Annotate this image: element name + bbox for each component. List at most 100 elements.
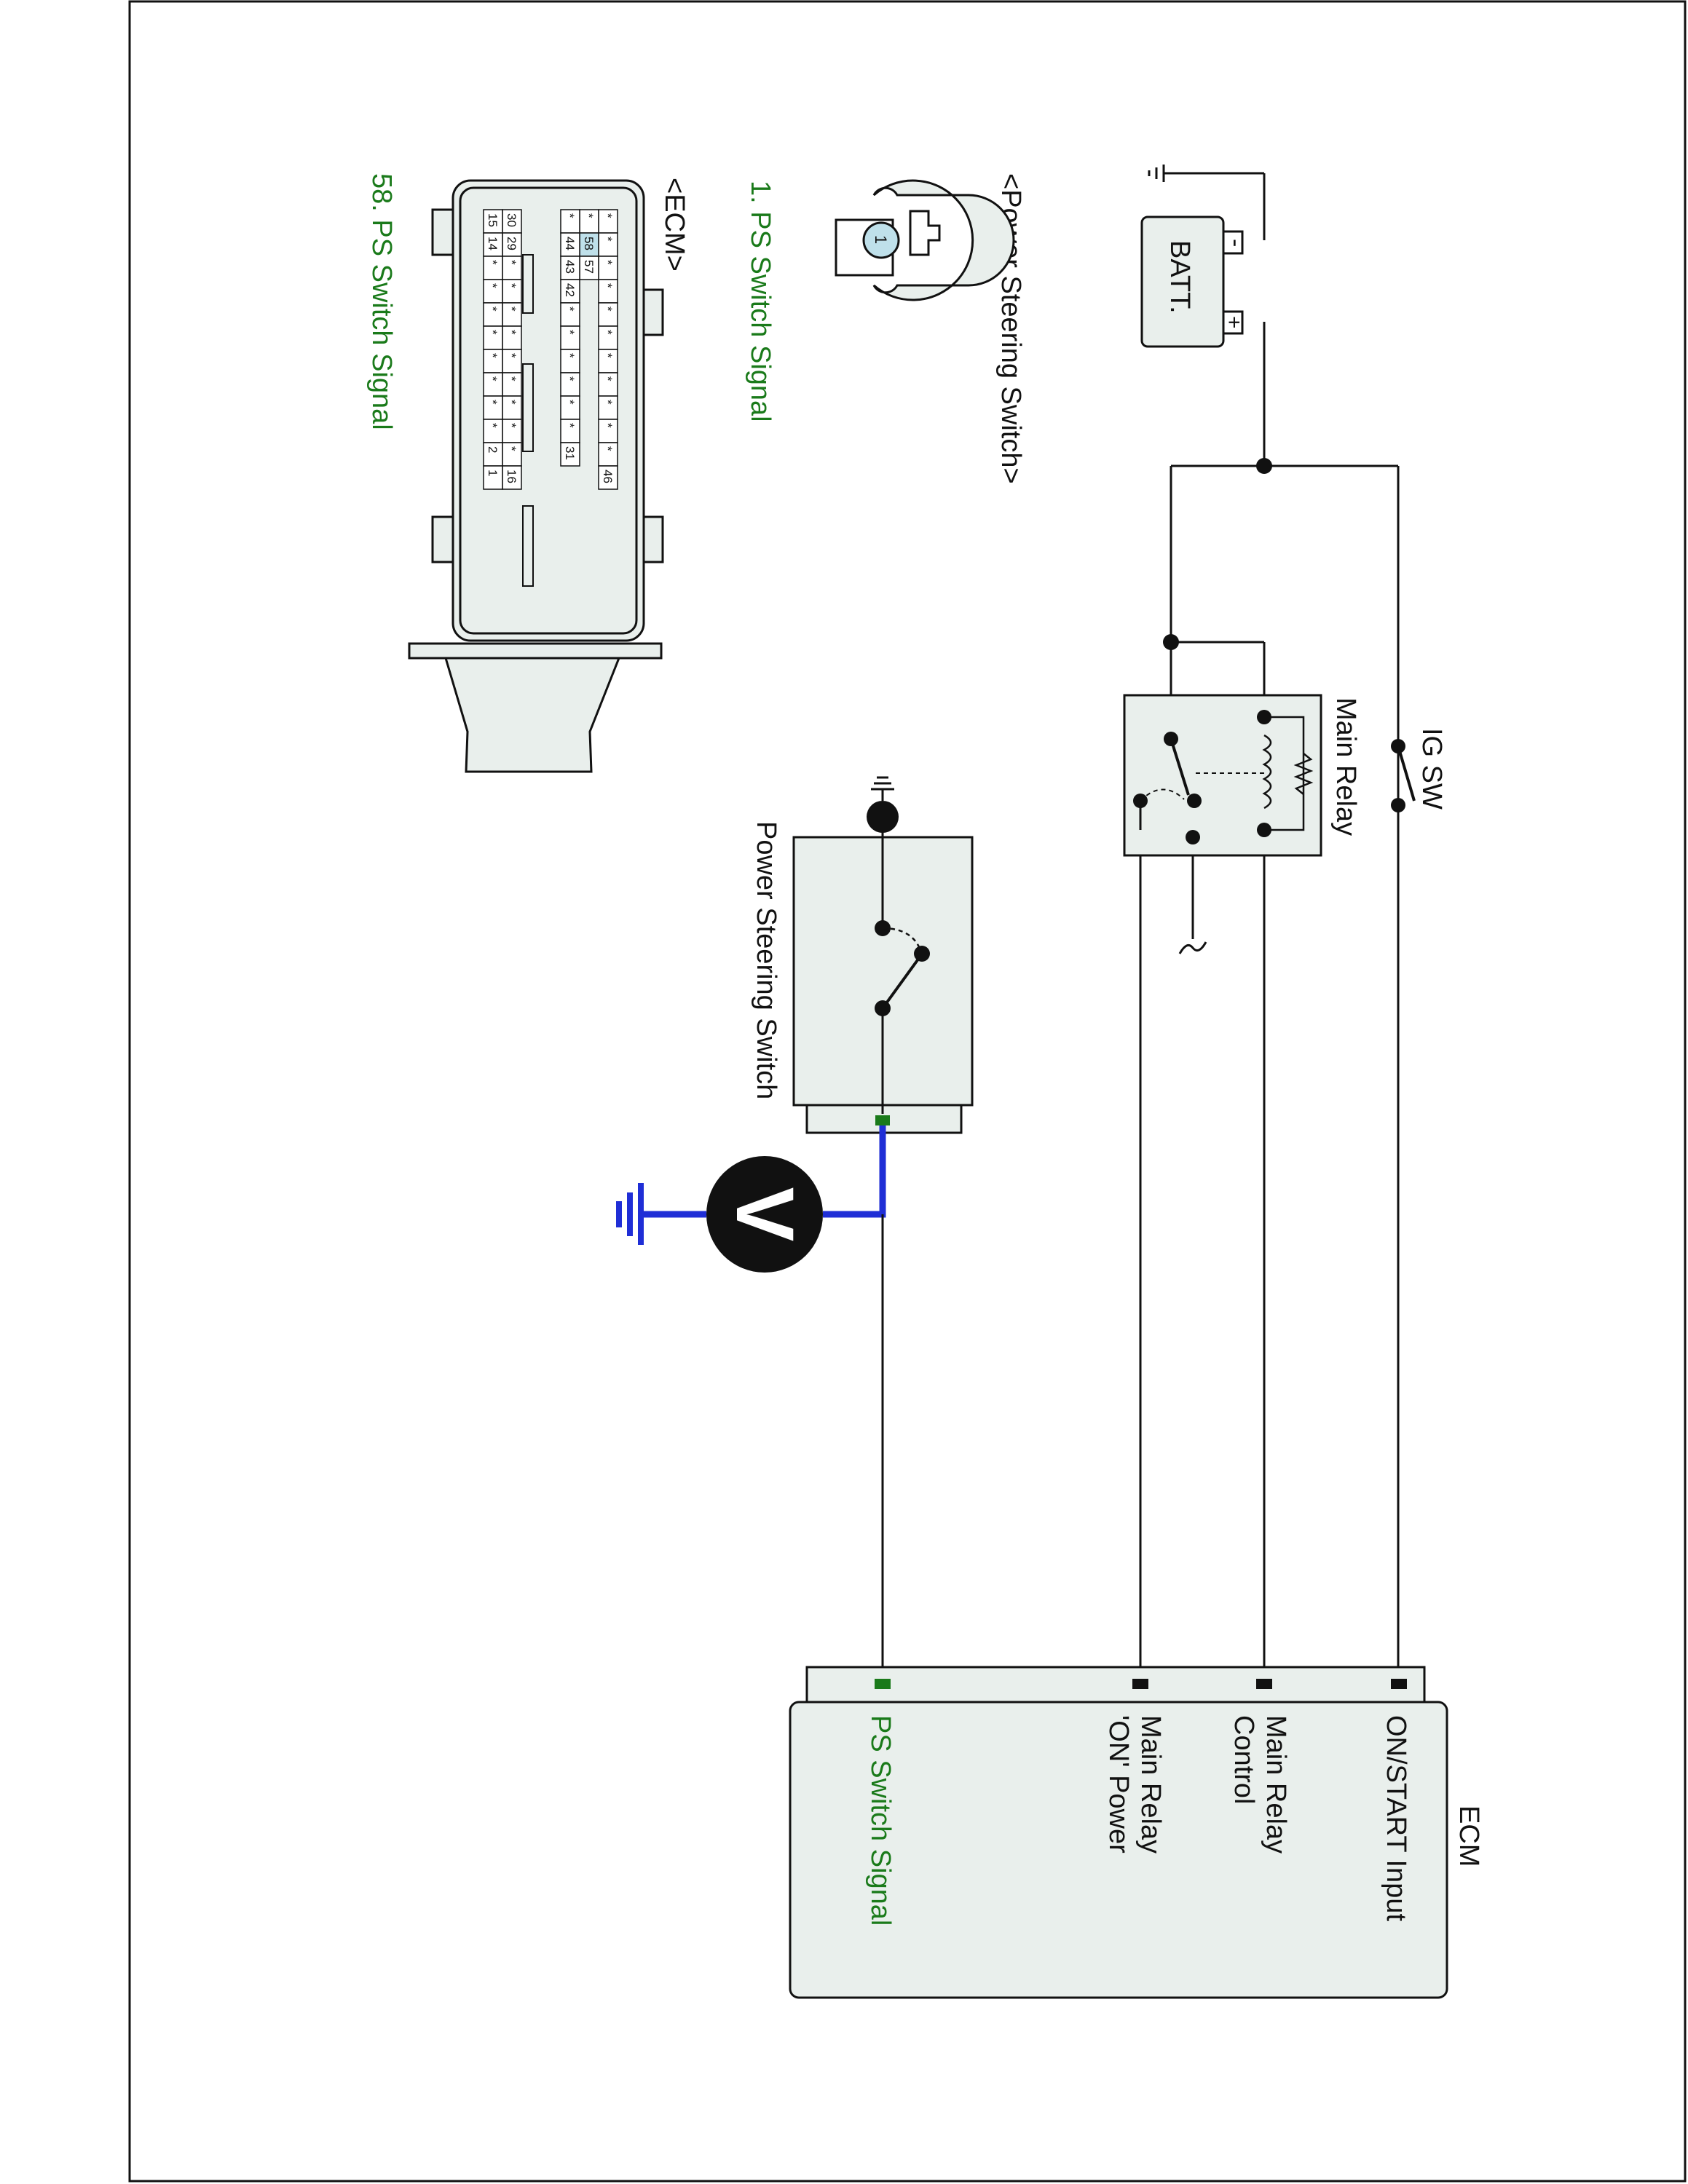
ecm-pin-number: 42 bbox=[563, 283, 577, 297]
ecm-pin-number: * bbox=[505, 400, 518, 405]
ecm-connector: ***********46*5857*444342******313029***… bbox=[408, 179, 664, 773]
ecm-pin-number: * bbox=[563, 423, 577, 428]
ecm-pin-cell bbox=[502, 256, 522, 280]
ecm-pin-cell bbox=[598, 279, 618, 304]
ecm-pin-number: 1 bbox=[486, 470, 500, 476]
ecm-pin-cell bbox=[560, 325, 580, 350]
ecm-pin-number: * bbox=[582, 213, 596, 218]
power-steering-switch bbox=[792, 776, 974, 1134]
ps-switch-pin-label: 1. PS Switch Signal bbox=[745, 181, 776, 422]
ecm-pin-number: * bbox=[601, 353, 615, 358]
ecm-pin-number: * bbox=[601, 376, 615, 381]
ecm-pin-label: 58. PS Switch Signal bbox=[366, 173, 397, 430]
ecm-pin-number: * bbox=[486, 376, 500, 381]
ecm-pin-cell bbox=[483, 209, 503, 234]
ig-sw-symbol bbox=[1391, 739, 1416, 812]
ecm-pin-number: 46 bbox=[601, 470, 615, 483]
ecm-connector-title: <ECM> bbox=[659, 178, 690, 272]
ecm-pin-number: 14 bbox=[486, 237, 500, 250]
ps-switch-connector: 1 bbox=[835, 179, 1015, 301]
ecm-pin-number: * bbox=[563, 353, 577, 358]
main-relay-label: Main Relay bbox=[1330, 697, 1361, 836]
ecm-pin-cell bbox=[502, 465, 522, 490]
ecm-pin-number: 29 bbox=[505, 237, 518, 250]
ecm-pin-number: * bbox=[505, 446, 518, 451]
battery-plus: + bbox=[1222, 316, 1246, 329]
ecm-pin-number: * bbox=[486, 306, 500, 312]
ecm-pin-cell bbox=[483, 349, 503, 373]
voltmeter-probe: V bbox=[616, 1125, 886, 1273]
ecm-pin-number: 43 bbox=[563, 260, 577, 274]
voltmeter-symbol: V bbox=[719, 1187, 811, 1242]
ecm-pin-number: * bbox=[486, 400, 500, 405]
ecm-pin-number: * bbox=[601, 330, 615, 335]
ecm-pin-number: * bbox=[486, 260, 500, 265]
ecm-pin-cell bbox=[502, 232, 522, 257]
ecm-pin-number: * bbox=[601, 283, 615, 288]
ecm-pin-cell bbox=[560, 442, 580, 467]
battery-label: BATT. bbox=[1164, 240, 1195, 314]
ecm-pin-cell bbox=[560, 232, 580, 257]
ecm-pin-number: 44 bbox=[563, 237, 577, 250]
battery-feed-wire bbox=[1163, 322, 1400, 1686]
ecm-pin-number: * bbox=[486, 353, 500, 358]
ecm-pin-cell bbox=[483, 395, 503, 420]
ecm-pin-number: 57 bbox=[582, 260, 596, 274]
page-frame bbox=[128, 0, 1687, 2183]
ecm-label: ECM bbox=[1454, 1805, 1484, 1867]
ecm-pin-number: 15 bbox=[486, 213, 500, 227]
ecm-pin-cell bbox=[483, 419, 503, 443]
ecm-pin-number: 30 bbox=[505, 213, 518, 227]
ecm-pin-cell bbox=[598, 325, 618, 350]
ecm-pin-number: 2 bbox=[486, 446, 500, 453]
ecm-pin-number: 16 bbox=[505, 470, 518, 483]
ecm-pin-number: * bbox=[563, 376, 577, 381]
ecm-pin-number: * bbox=[505, 283, 518, 288]
ecm-module bbox=[789, 1666, 1448, 1999]
ecm-pin-number: 58 bbox=[582, 237, 596, 250]
ecm-pin-cell bbox=[483, 465, 503, 490]
ecm-pin-number: * bbox=[505, 260, 518, 265]
ecm-pin-cell bbox=[483, 232, 503, 257]
ecm-pin-number: * bbox=[486, 330, 500, 335]
ecm-pin-cell bbox=[560, 302, 580, 327]
main-relay bbox=[1123, 694, 1322, 857]
ecm-pin-cell bbox=[560, 279, 580, 304]
ecm-terminal-on-start: ON/START Input bbox=[1381, 1715, 1411, 1921]
ecm-pin-cell bbox=[483, 256, 503, 280]
ecm-pin-number: * bbox=[563, 306, 577, 312]
ps-switch-pin-number: 1 bbox=[872, 235, 890, 244]
ig-sw-label: IG SW bbox=[1416, 728, 1447, 810]
ecm-pin-number: * bbox=[601, 446, 615, 451]
ecm-pin-number: * bbox=[601, 260, 615, 265]
ecm-pin-number: * bbox=[505, 376, 518, 381]
ecm-pin-number: * bbox=[601, 213, 615, 218]
ps-switch-label: Power Steering Switch bbox=[751, 821, 781, 1099]
relay-outputs bbox=[1139, 830, 1266, 1686]
ecm-pin-number: * bbox=[505, 423, 518, 428]
ecm-pin-cell bbox=[579, 256, 599, 280]
ecm-pin-cell bbox=[483, 279, 503, 304]
ecm-pin-number: * bbox=[563, 400, 577, 405]
ecm-pin-number: * bbox=[505, 353, 518, 358]
ecm-pin-number: * bbox=[601, 423, 615, 428]
ecm-pin-number: * bbox=[505, 306, 518, 312]
ecm-pin-number: * bbox=[563, 330, 577, 335]
battery-minus: - bbox=[1222, 239, 1250, 247]
ecm-pin-number: * bbox=[601, 237, 615, 242]
ecm-pin-cell bbox=[560, 256, 580, 280]
ecm-pin-cell bbox=[502, 325, 522, 350]
ecm-terminal-relay-control: Main RelayControl bbox=[1228, 1715, 1291, 1853]
ecm-pin-cell bbox=[598, 465, 618, 490]
ecm-pin-number: * bbox=[505, 330, 518, 335]
ecm-pin-number: * bbox=[563, 213, 577, 218]
ecm-pin-cell bbox=[502, 372, 522, 397]
ecm-terminal-ps-signal: PS Switch Signal bbox=[865, 1715, 896, 1926]
voltmeter bbox=[706, 1156, 823, 1273]
ecm-pin-cell bbox=[560, 349, 580, 373]
battery-ground-wire bbox=[1148, 165, 1266, 240]
ecm-pin-number: * bbox=[601, 306, 615, 312]
ecm-pin-number: * bbox=[601, 400, 615, 405]
ecm-pin-cell bbox=[598, 419, 618, 443]
